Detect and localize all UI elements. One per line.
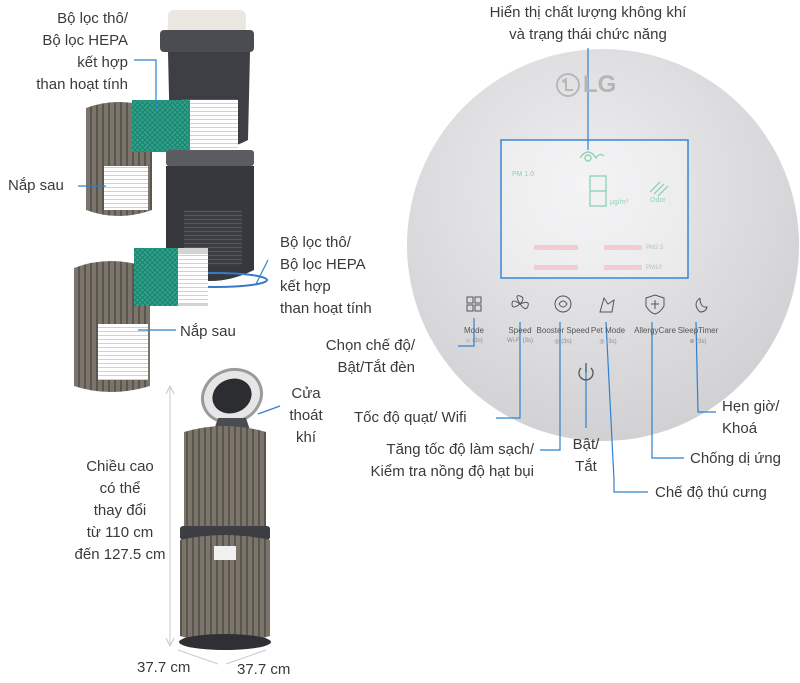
- label-filter-mid: Bộ lọc thô/ Bộ lọc HEPA kết hợp than hoạ…: [280, 234, 372, 317]
- mode-grid-icon: [466, 296, 482, 312]
- display-pm25: PM2.5: [646, 245, 664, 251]
- label-mode: Chọn chế độ/ Bật/Tắt đèn: [325, 337, 415, 376]
- dimension-width-1: 37.7 cm: [137, 659, 191, 676]
- label-sleep-timer: Hẹn giờ/ Khoá: [722, 398, 780, 437]
- booster-icon: [554, 295, 572, 313]
- shield-icon: [645, 294, 665, 315]
- allergy-button-label[interactable]: AllergyCare: [634, 326, 676, 335]
- dimension-width-2: 37.7 cm: [237, 661, 291, 678]
- right-leader-lines: [458, 48, 716, 493]
- display-graphics: [579, 151, 669, 207]
- lg-logo: [556, 73, 580, 97]
- upper-filter: [132, 100, 238, 152]
- label-air-outlet: Cửa thoát khí: [289, 385, 323, 446]
- label-display: Hiển thị chất lượng không khí và trạng t…: [489, 4, 687, 43]
- power-icon[interactable]: [578, 363, 594, 381]
- booster-button-sub: ◎ (3s): [554, 339, 572, 345]
- timer-button-sub: ⊕ (3s): [689, 339, 707, 345]
- label-allergy-care: Chống dị ứng: [690, 450, 781, 467]
- label-back-cover-top: Nắp sau: [8, 177, 64, 194]
- speed-button-label[interactable]: Speed: [508, 326, 532, 335]
- timer-button-label[interactable]: SleepTimer: [677, 326, 719, 335]
- assembled-purifier: [179, 367, 271, 650]
- pet-button-label[interactable]: Pet Mode: [590, 326, 626, 335]
- moon-icon: [695, 297, 708, 313]
- mode-button-label[interactable]: Mode: [463, 326, 484, 335]
- label-speed: Tốc độ quạt/ Wifi: [354, 409, 467, 426]
- display-pm10: PM10: [646, 265, 662, 271]
- control-panel: [407, 49, 799, 441]
- label-filter-top: Bộ lọc thô/ Bộ lọc HEPA kết hợp than hoạ…: [36, 10, 128, 93]
- display-unit: μg/m³: [610, 199, 629, 206]
- display-pm-label: PM 1.0: [512, 171, 535, 178]
- display-odor: Odor: [650, 197, 666, 204]
- speed-button-sub: Wi-Fi (3s): [507, 338, 533, 344]
- label-back-cover-mid: Nắp sau: [180, 323, 236, 340]
- display-bars: [534, 245, 642, 270]
- label-power: Bật/ Tắt: [572, 436, 600, 475]
- pet-icon: [599, 296, 615, 313]
- dimension-lines: [165, 384, 267, 665]
- lower-filter: [134, 248, 208, 306]
- brand-logo-text: LG: [583, 71, 617, 98]
- label-pet-mode: Chế độ thú cưng: [655, 484, 767, 501]
- booster-button-label[interactable]: Booster Speed: [536, 326, 590, 335]
- label-height: Chiều cao có thể thay đổi từ 110 cm đến …: [74, 458, 166, 563]
- top-cap: [160, 10, 254, 52]
- pet-button-sub: ◎ (3s): [599, 339, 617, 345]
- fan-icon: [511, 295, 529, 310]
- left-leader-lines: [78, 59, 281, 415]
- display-frame: [500, 139, 689, 279]
- lower-back-cover: [74, 261, 150, 392]
- label-booster: Tăng tốc độ làm sạch/ Kiểm tra nồng độ h…: [370, 441, 534, 480]
- mode-button-sub: ☼ (3s): [465, 338, 483, 344]
